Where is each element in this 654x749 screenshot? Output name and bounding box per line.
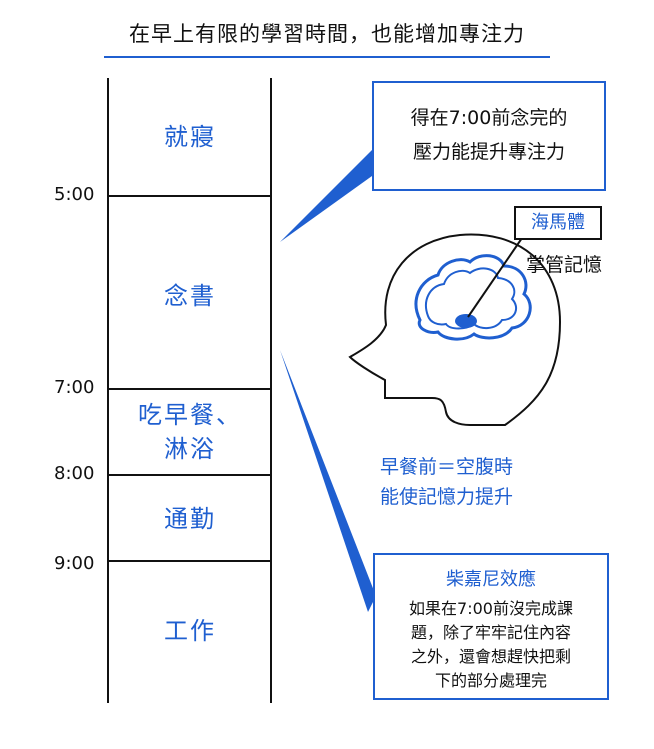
callout-top-line-2: 壓力能提升專注力 [412,141,565,163]
slot-breakfast-label-2: 淋浴 [164,435,216,463]
page-title: 在早上有限的學習時間，也能增加專注力 [129,22,525,46]
slot-study-label: 念書 [164,282,216,310]
slot-work: 工作 [110,614,270,648]
callout-bottom-line-4: 下的部分處理完 [434,671,547,690]
hippocampus-dot [455,314,477,328]
timeline-divider-5 [108,195,272,197]
hippocampus-pointer [467,237,523,318]
callout-bottom-line-1: 如果在7:00前沒完成課 [409,599,573,618]
callout-bottom-line-3: 之外，還會想趕快把剩 [410,647,571,666]
callout-top-line-1: 得在7:00前念完的 [410,107,568,129]
time-label-5: 5:00 [54,184,95,205]
hippocampus-label-box: 海馬體 [514,206,602,240]
time-label-8: 8:00 [54,463,95,484]
slot-breakfast: 吃早餐、 淋浴 [110,398,270,466]
slot-breakfast-label-1: 吃早餐、 [138,401,242,429]
brain-inner [425,267,518,330]
timeline-right-border [270,78,272,703]
timeline-divider-9 [108,560,272,562]
callout-bottom-line-2: 題，除了牢牢記住內容 [410,623,571,642]
breakfast-note: 早餐前＝空腹時 能使記憶力提升 [380,452,513,512]
memory-label: 掌管記憶 [526,254,603,276]
callout-bottom-box: 柴嘉尼效應 如果在7:00前沒完成課 題，除了牢牢記住內容 之外，還會想趕快把剩… [373,553,609,700]
slot-study: 念書 [110,279,270,313]
slot-commute: 通勤 [110,502,270,536]
callout-top-box: 得在7:00前念完的 壓力能提升專注力 [372,81,606,191]
breakfast-note-line-1: 早餐前＝空腹時 [380,456,514,478]
timeline-divider-8 [108,474,272,476]
callout-bottom-title: 柴嘉尼效應 [446,569,536,590]
title-underline [104,56,550,58]
timeline-left-border [107,78,109,703]
breakfast-note-line-2: 能使記憶力提升 [380,486,514,508]
slot-sleep-label: 就寢 [164,123,216,151]
slot-commute-label: 通勤 [164,505,216,533]
time-label-7: 7:00 [54,377,95,398]
slot-sleep: 就寢 [110,120,270,154]
callout-top-tail [280,150,372,242]
timeline-divider-7 [108,388,272,390]
hippocampus-label: 海馬體 [531,212,585,233]
callout-bottom-tail [280,350,376,612]
time-label-9: 9:00 [54,553,95,574]
slot-work-label: 工作 [164,617,216,645]
brain-outline [414,254,532,341]
